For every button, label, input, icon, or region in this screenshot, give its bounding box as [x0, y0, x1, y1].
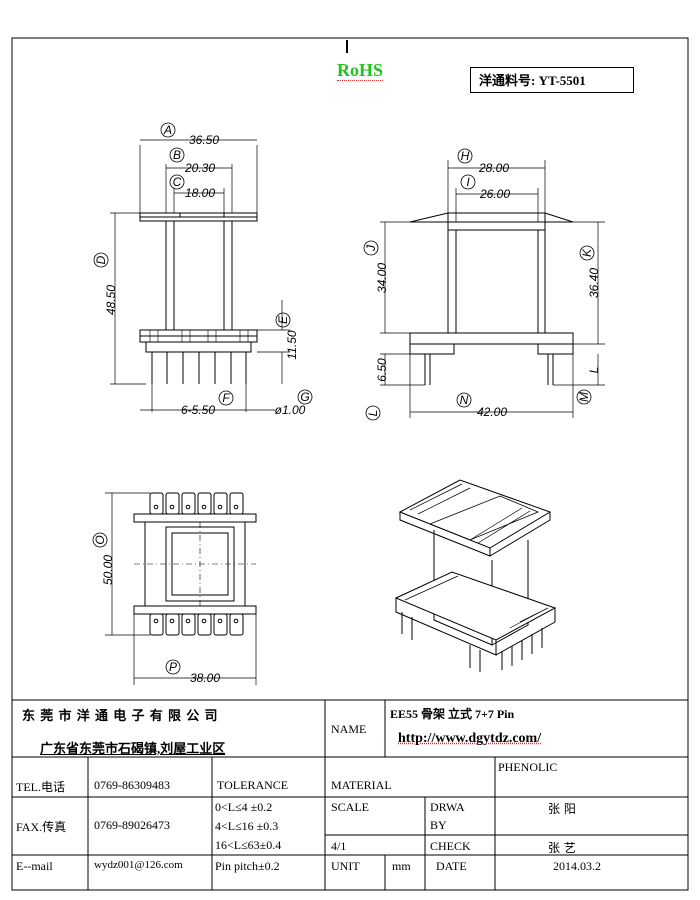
- callout-P: P: [169, 660, 177, 674]
- callout-N: N: [460, 393, 469, 407]
- dim-F: 6-5.50: [181, 403, 215, 417]
- side-view: [363, 148, 605, 421]
- tel-value: 0769-86309483: [94, 778, 170, 792]
- dim-N: 42.00: [477, 405, 507, 419]
- fax-label: FAX.传真: [16, 820, 67, 834]
- email-label: E--mail: [16, 859, 53, 873]
- checked-by-value: 张 艺: [548, 841, 576, 855]
- callout-G: G: [300, 390, 309, 404]
- name-label: NAME: [331, 722, 367, 736]
- fax-value: 0769-89026473: [94, 818, 170, 832]
- dim-L: 6.50: [375, 358, 389, 382]
- tolerance-range-3: 16<L≤63±0.4: [215, 838, 282, 852]
- bottom-view: [92, 492, 257, 685]
- pin-pitch-tolerance: Pin pitch±0.2: [215, 859, 280, 873]
- tolerance-range-2: 4<L≤16 ±0.3: [215, 819, 279, 833]
- dim-D: 48.50: [104, 285, 118, 315]
- dim-C: 18.00: [185, 186, 215, 200]
- dim-M: L: [587, 367, 601, 374]
- drawn-by-label: DRWA: [430, 800, 465, 814]
- dim-O: 50.00: [101, 555, 115, 585]
- company-address: 广东省东莞市石碣镇,刘屋工业区: [40, 741, 226, 756]
- top-pin-slots: [149, 492, 244, 515]
- front-view: [93, 122, 313, 412]
- email-value[interactable]: wydz001@126.com: [94, 859, 183, 871]
- bottom-pin-slots: [149, 613, 244, 636]
- scale-label: SCALE: [331, 800, 370, 814]
- callout-O: O: [93, 535, 107, 544]
- title-block-grid: [12, 699, 688, 891]
- dim-H: 28.00: [478, 161, 509, 175]
- dim-A: 36.50: [189, 133, 219, 147]
- dim-G: ø1.00: [275, 403, 306, 417]
- dim-B: 20.30: [184, 161, 215, 175]
- unit-value: mm: [392, 859, 411, 873]
- callout-I: I: [466, 175, 470, 189]
- date-label: DATE: [436, 859, 467, 873]
- isometric-view: [394, 479, 557, 672]
- dim-P: 38.00: [190, 671, 220, 685]
- callout-E: E: [276, 315, 290, 324]
- front-view-labels: A B C D E F G 36.50 20.30 18.00 48.50 11…: [94, 123, 310, 417]
- product-name: EE55 骨架 立式 7+7 Pin: [390, 707, 515, 721]
- material-label: MATERIAL: [331, 778, 392, 792]
- scale-value: 4/1: [331, 839, 347, 853]
- callout-K: K: [580, 248, 594, 257]
- callout-M: M: [577, 392, 591, 402]
- callout-F: F: [222, 391, 230, 405]
- unit-label: UNIT: [331, 859, 360, 873]
- drawn-by-value: 张 阳: [548, 802, 576, 816]
- dim-I: 26.00: [479, 187, 510, 201]
- callout-C: C: [173, 175, 182, 189]
- callout-L: L: [366, 410, 380, 417]
- check-label: CHECK: [430, 839, 471, 853]
- dim-E: 11.50: [285, 330, 299, 359]
- tolerance-range-1: 0<L≤4 ±0.2: [215, 800, 273, 814]
- website-link[interactable]: http://www.dgytdz.com/: [398, 731, 542, 746]
- part-number-box: 洋通料号: YT-5501: [470, 67, 634, 93]
- material-value: PHENOLIC: [498, 760, 558, 774]
- tel-label: TEL.电话: [16, 780, 65, 794]
- date-value: 2014.03.2: [553, 859, 601, 873]
- callout-A: A: [163, 123, 172, 137]
- drawn-by-label-2: BY: [430, 818, 447, 832]
- tolerance-label: TOLERANCE: [217, 778, 289, 792]
- callout-J: J: [364, 244, 378, 252]
- sheet-border: [11, 37, 689, 891]
- company-name: 东 莞 市 洋 通 电 子 有 限 公 司: [22, 708, 219, 723]
- bottom-view-labels: O P 50.00 38.00: [93, 535, 220, 685]
- side-view-labels: H I J K L N M 28.00 26.00 34.00 36.40 6.…: [364, 149, 601, 419]
- rohs-mark: RoHS: [337, 60, 384, 81]
- callout-H: H: [461, 149, 470, 163]
- dim-J: 34.00: [375, 263, 389, 293]
- callout-D: D: [94, 255, 108, 264]
- dim-K: 36.40: [587, 268, 601, 298]
- callout-B: B: [173, 148, 181, 162]
